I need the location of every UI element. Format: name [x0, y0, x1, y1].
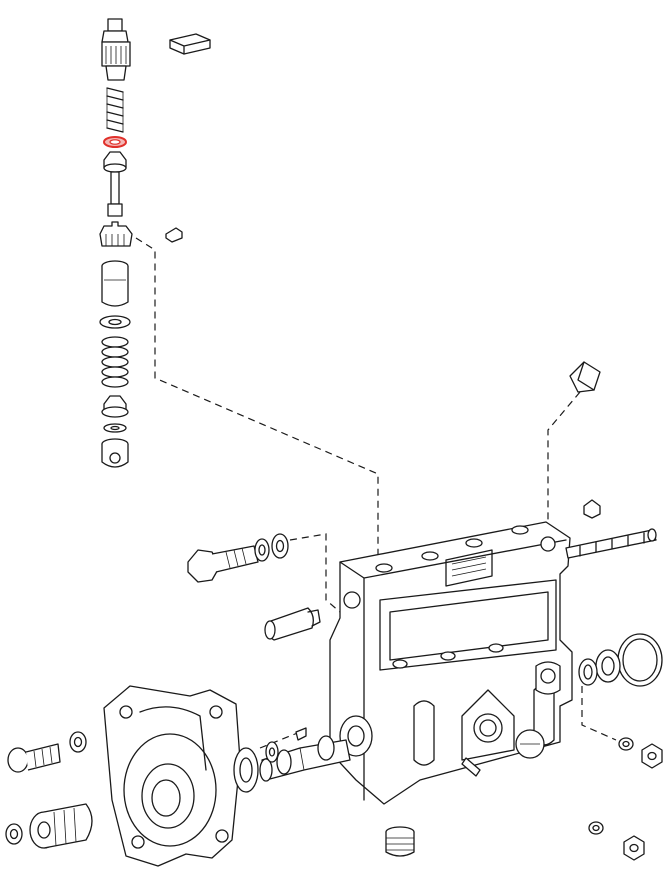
camshaft[interactable] — [259, 735, 351, 782]
clip-bracket[interactable] — [169, 33, 211, 55]
roller-tappet[interactable] — [101, 438, 129, 468]
flange-bearing-ring[interactable] — [233, 747, 259, 793]
plunger-barrel[interactable] — [101, 260, 129, 307]
hex-nut-right[interactable] — [641, 743, 663, 769]
control-rack[interactable] — [565, 528, 657, 559]
camshaft-washer[interactable] — [265, 741, 279, 763]
seal-ring[interactable] — [103, 136, 127, 148]
hex-nut-bottom[interactable] — [623, 835, 645, 861]
small-nut[interactable] — [583, 499, 601, 519]
banjo-bolt[interactable] — [187, 545, 259, 583]
drive-coupling-sleeve[interactable] — [29, 803, 93, 849]
plunger-spring[interactable] — [101, 336, 129, 388]
shim-washer[interactable] — [103, 423, 127, 433]
shaft-seal[interactable] — [595, 649, 621, 683]
sealing-washer-1[interactable] — [254, 538, 270, 562]
thrust-washer[interactable] — [578, 658, 598, 686]
delivery-valve[interactable] — [103, 151, 127, 217]
upper-spring-seat[interactable] — [99, 315, 131, 329]
flange-screw[interactable] — [7, 743, 61, 773]
lock-washer-bottom[interactable] — [588, 821, 604, 835]
lower-spring-seat[interactable] — [101, 395, 129, 418]
valve-spring[interactable] — [106, 87, 124, 133]
small-screw[interactable] — [165, 227, 183, 243]
threaded-plug[interactable] — [385, 826, 415, 857]
spring-washer-bottom-left[interactable] — [5, 823, 23, 845]
bleed-valve[interactable] — [569, 361, 601, 393]
control-sleeve-gear[interactable] — [99, 221, 133, 247]
delivery-valve-holder[interactable] — [101, 18, 131, 81]
pump-housing[interactable] — [329, 521, 573, 805]
lock-washer-right[interactable] — [618, 737, 634, 751]
sealing-washer-2[interactable] — [271, 533, 289, 559]
woodruff-key[interactable] — [295, 727, 307, 741]
mounting-flange[interactable] — [103, 685, 241, 867]
ball-bearing[interactable] — [617, 633, 663, 687]
flange-washer[interactable] — [69, 731, 87, 753]
leader-lines — [135, 237, 617, 749]
inlet-connector[interactable] — [264, 607, 321, 641]
